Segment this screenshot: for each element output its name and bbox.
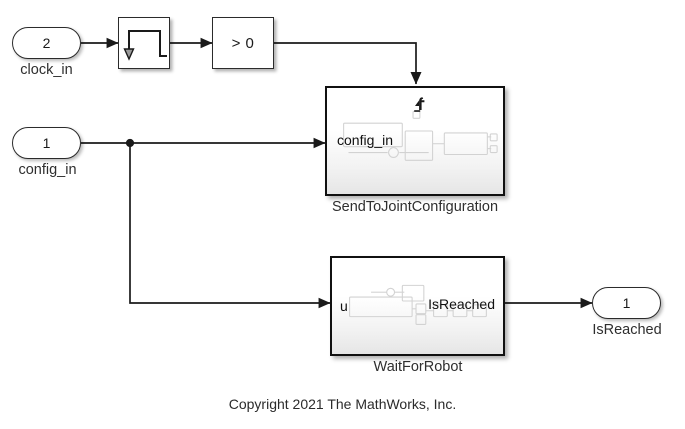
send-to-joint-configuration-caption: SendToJointConfiguration <box>331 199 499 215</box>
signal-config-branch-to-wait <box>129 143 331 309</box>
isreached-outport-number: 1 <box>622 295 631 311</box>
config-inport-label: config_in <box>18 162 77 178</box>
wait-for-robot-caption: WaitForRobot <box>373 359 463 375</box>
isreached-outport[interactable]: 1 <box>592 287 661 319</box>
signal-compare-to-trigger <box>274 42 422 85</box>
send-to-joint-configuration-subsystem[interactable]: config_in <box>325 86 505 196</box>
clock-inport-label: clock_in <box>20 62 73 78</box>
signal-junction-dot <box>125 138 135 148</box>
falling-edge-pulse-icon <box>123 30 167 61</box>
config-inport-number: 1 <box>42 135 51 151</box>
compare-to-zero-operator: > 0 <box>231 34 255 52</box>
clock-inport[interactable]: 2 <box>12 27 81 59</box>
wait-for-robot-ghost-contents <box>349 284 487 325</box>
function-call-trigger-icon <box>414 97 425 112</box>
send-to-joint-configuration-input-label: config_in <box>337 132 394 148</box>
detect-decrease-block[interactable] <box>118 17 170 69</box>
clock-inport-number: 2 <box>42 35 51 51</box>
wait-for-robot-input-label: u <box>340 298 348 314</box>
wait-for-robot-output-label: IsReached <box>428 296 495 312</box>
isreached-outport-label: IsReached <box>592 322 662 338</box>
compare-to-zero-block[interactable]: > 0 <box>212 17 274 69</box>
copyright-notice: Copyright 2021 The MathWorks, Inc. <box>228 396 457 412</box>
config-inport[interactable]: 1 <box>12 127 81 159</box>
wait-for-robot-subsystem[interactable]: u IsReached <box>330 256 505 356</box>
